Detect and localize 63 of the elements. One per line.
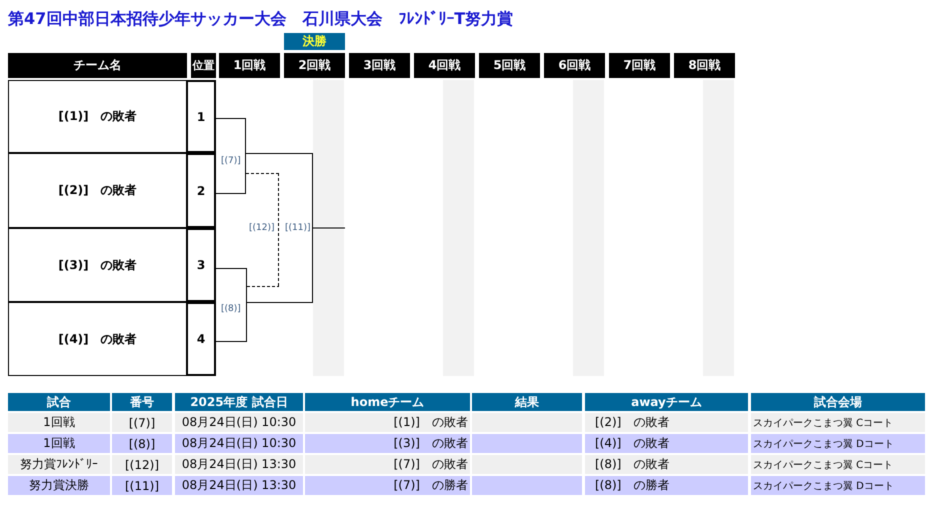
position-box: 1: [188, 80, 216, 153]
table-cell: スカイパークこまつ翼 Dコート: [751, 434, 925, 453]
table-cell: 08月24日(日) 13:30: [175, 455, 303, 474]
table-cell: 努力賞ﾌﾚﾝﾄﾞﾘｰ: [8, 455, 110, 474]
title: 第47回中部日本招待少年サッカー大会 石川県大会 ﾌﾚﾝﾄﾞﾘｰT努力賞: [8, 9, 514, 30]
bracket-connector: [216, 118, 246, 119]
bracket-connector: [216, 341, 248, 342]
column-header: 1回戦: [219, 53, 280, 78]
table-cell: [(7)] の勝者: [305, 476, 470, 495]
table-cell: [(8)] の勝者: [585, 476, 748, 495]
column-header: 8回戦: [674, 53, 735, 78]
table-cell: スカイパークこまつ翼 Cコート: [751, 455, 925, 474]
bracket-connector: [246, 286, 280, 287]
bracket-line: [(8)]: [220, 268, 247, 341]
bracket-connector: [246, 153, 314, 154]
table-cell: スカイパークこまつ翼 Dコート: [751, 476, 925, 495]
position-box: 4: [188, 302, 216, 376]
table-cell: [(3)] の敗者: [305, 434, 470, 453]
table-cell: 08月24日(日) 10:30: [175, 434, 303, 453]
column-header: 3回戦: [349, 53, 410, 78]
table-header: 試合会場: [751, 393, 925, 411]
table-cell: 1回戦: [8, 413, 110, 432]
bracket-connector: [216, 268, 248, 269]
team-box: [(4)] の敗者: [8, 302, 188, 376]
bracket-connector: [216, 193, 246, 194]
table-header: 番号: [112, 393, 172, 411]
final-tag: 決勝: [284, 33, 345, 50]
column-header: 5回戦: [479, 53, 540, 78]
table-header: awayチーム: [585, 393, 748, 411]
table-cell: [(7)]: [112, 413, 172, 432]
table-cell: 1回戦: [8, 434, 110, 453]
position-box: 2: [188, 153, 216, 228]
column-header: チーム名: [8, 53, 187, 78]
table-cell: [(2)] の敗者: [585, 413, 748, 432]
table-header: 結果: [472, 393, 582, 411]
bracket-connector: [246, 173, 280, 174]
team-box: [(3)] の敗者: [8, 228, 188, 302]
bracket-line: [(12)]: [248, 173, 279, 286]
table-header: 試合: [8, 393, 110, 411]
column-header: 7回戦: [609, 53, 670, 78]
team-box: [(1)] の敗者: [8, 80, 188, 153]
table-cell: [(8)]: [112, 434, 172, 453]
column-header: 位置: [191, 53, 216, 78]
table-cell: [(11)]: [112, 476, 172, 495]
team-box: [(2)] の敗者: [8, 153, 188, 228]
table-cell: 08月24日(日) 10:30: [175, 413, 303, 432]
table-cell: [(7)] の敗者: [305, 455, 470, 474]
table-header: 2025年度 試合日: [175, 393, 303, 411]
table-cell: 08月24日(日) 13:30: [175, 476, 303, 495]
table-cell: [(4)] の敗者: [585, 434, 748, 453]
bracket-connector: [246, 302, 314, 303]
table-cell: [(8)] の敗者: [585, 455, 748, 474]
table-cell: 努力賞決勝: [8, 476, 110, 495]
column-header: 4回戦: [414, 53, 475, 78]
position-box: 3: [188, 228, 216, 302]
table-cell: [(12)]: [112, 455, 172, 474]
column-header: 6回戦: [544, 53, 605, 78]
table-cell: スカイパークこまつ翼 Cコート: [751, 413, 925, 432]
bracket-line: [(11)]: [284, 153, 313, 302]
table-cell: [(1)] の敗者: [305, 413, 470, 432]
column-header: 2回戦: [284, 53, 345, 78]
bracket-line: [(7)]: [220, 118, 246, 193]
table-header: homeチーム: [305, 393, 470, 411]
